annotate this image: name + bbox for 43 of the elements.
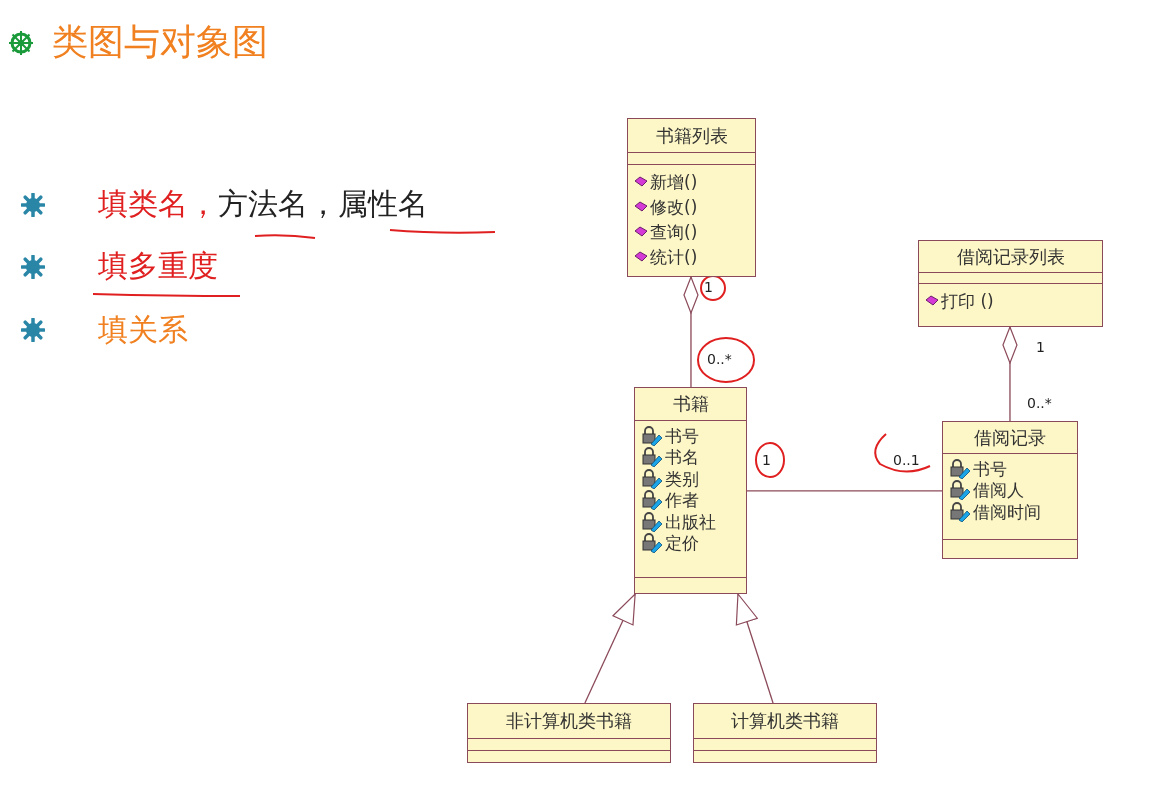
- method-name: 统计(): [650, 246, 698, 267]
- multiplicity-label: 1: [1036, 338, 1045, 356]
- attribute-name: 借阅人: [973, 480, 1024, 501]
- class-name: 非计算机类书籍: [505, 710, 633, 732]
- attribute-name: 书号: [973, 458, 1007, 479]
- class-box: [942, 421, 1078, 559]
- multiplicity-label: 0..*: [1027, 394, 1052, 412]
- instruction-text: 填类名，: [98, 185, 218, 223]
- class-name: 计算机类书籍: [730, 710, 840, 732]
- instruction-text: 方法名，: [218, 185, 338, 223]
- class-box: [634, 387, 747, 594]
- class-name: 借阅记录列表: [955, 245, 1066, 268]
- class-name: 书籍: [671, 393, 710, 415]
- association-line: [746, 490, 943, 492]
- class-box: [627, 118, 756, 277]
- attribute-name: 书号: [665, 425, 699, 446]
- method-name: 修改(): [650, 196, 698, 217]
- method-name: 新增(): [650, 171, 698, 192]
- attribute-name: 类别: [665, 468, 699, 489]
- multiplicity-label: 1: [762, 451, 771, 469]
- class-box: [693, 703, 877, 763]
- attribute-name: 借阅时间: [973, 501, 1041, 522]
- aggregation-line: [683, 276, 699, 388]
- class-name: 借阅记录: [973, 426, 1047, 449]
- attribute-name: 作者: [665, 490, 699, 511]
- title: 类图与对象图: [52, 20, 268, 64]
- multiplicity-label: 1: [704, 278, 713, 296]
- instruction-text: 属性名: [338, 185, 428, 223]
- generalization-arrow: [584, 593, 636, 704]
- multiplicity-label: 0..*: [707, 350, 732, 368]
- class-name: 书籍列表: [654, 124, 729, 147]
- attribute-name: 出版社: [665, 511, 716, 532]
- multiplicity-label: 0..1: [893, 451, 920, 469]
- generalization-arrow: [735, 593, 774, 704]
- instruction-text: 填关系: [98, 311, 188, 349]
- attribute-name: 定价: [665, 533, 699, 554]
- aggregation-line: [1002, 326, 1018, 422]
- method-name: 打印 (): [941, 290, 994, 311]
- class-box: [467, 703, 671, 763]
- attribute-name: 书名: [665, 447, 699, 468]
- method-name: 查询(): [650, 221, 698, 242]
- instruction-text: 填多重度: [98, 247, 218, 285]
- class-box: [918, 240, 1103, 327]
